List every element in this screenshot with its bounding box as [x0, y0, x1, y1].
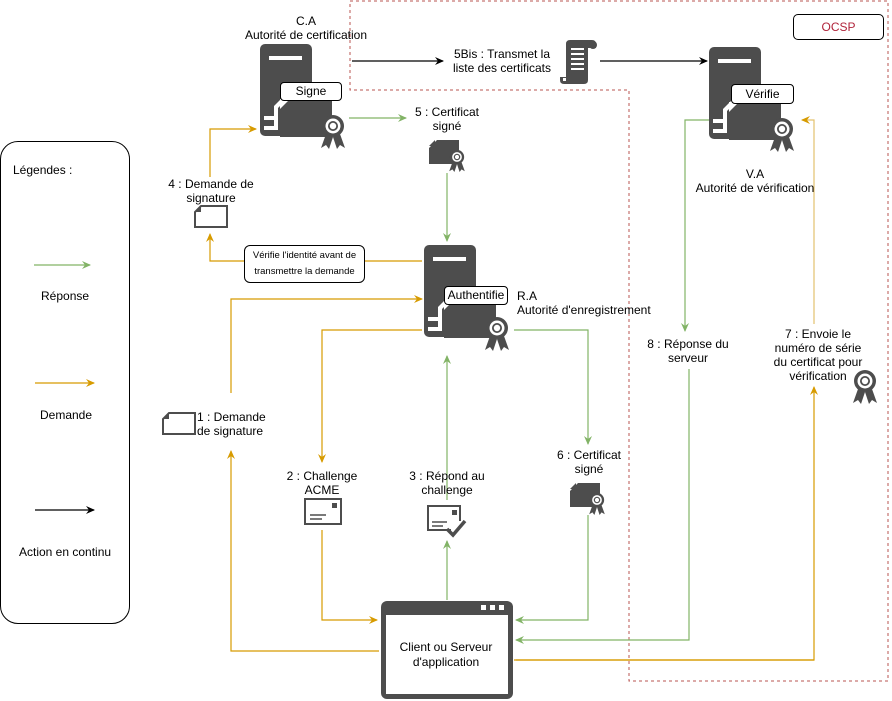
step-3-line2: challenge — [421, 483, 473, 497]
ocsp-zone-border — [349, 0, 889, 682]
ocsp-zone-label: OCSP — [793, 14, 884, 40]
client-line1: Client ou Serveur — [399, 640, 493, 654]
signature-request-doc-icon-4 — [194, 205, 228, 228]
step-3-label: 3 : Répond au challenge — [404, 469, 490, 497]
legend-title: Légendes : — [13, 163, 73, 177]
ca-abbrev: C.A — [295, 14, 316, 28]
arrow-4-lower — [210, 234, 422, 262]
ra-name: Autorité d'enregistrement — [517, 303, 651, 317]
step-5bis-line1: 5Bis : Transmet la — [453, 47, 551, 61]
ra-label: R.A Autorité d'enregistrement — [517, 289, 651, 317]
ra-abbrev: R.A — [517, 289, 538, 303]
legend-label-continuous: Action en continu — [19, 545, 112, 559]
ca-name: Autorité de certification — [244, 28, 368, 42]
step-8-line2: serveur — [667, 351, 708, 365]
ca-ribbon-icon — [321, 115, 345, 149]
va-abbrev: V.A — [745, 167, 765, 181]
step-5-line2: signé — [432, 119, 462, 133]
arrow-6-upper — [514, 329, 592, 445]
client-line2: d'application — [412, 655, 480, 669]
note-line2: transmettre la demande — [254, 266, 355, 277]
va-label: V.A Autorité de vérification — [690, 167, 820, 195]
challenge-envelope-icon — [304, 498, 342, 525]
step-7-line4: vérification — [789, 369, 847, 383]
step-1-line2: de signature — [197, 424, 264, 438]
arrow-8-lower — [515, 369, 690, 644]
arrow-7-upper — [801, 116, 815, 324]
step-4-line2: signature — [186, 191, 236, 205]
arrow-2-upper — [318, 329, 422, 463]
step-5-line1: 5 : Certificat — [414, 105, 480, 119]
note-line1: Vérifie l'identité avant de — [252, 250, 357, 261]
ca-label: C.A Autorité de certification — [236, 14, 376, 42]
step-2-line1: 2 : Challenge — [286, 469, 358, 483]
arrow-8-upper — [681, 119, 709, 332]
step-2-line2: ACME — [304, 483, 340, 497]
step-8-label: 8 : Réponse du serveur — [638, 337, 738, 365]
arrow-2-lower — [321, 530, 378, 624]
certificate-list-scroll-icon — [560, 40, 597, 84]
arrow-1-upper — [230, 295, 423, 393]
step-7-line3: du certificat pour — [773, 355, 863, 369]
legend-label-response: Réponse — [41, 289, 90, 303]
ra-ribbon-icon — [485, 317, 509, 351]
arrow-6-lower — [515, 515, 589, 624]
step-3-line1: 3 : Répond au — [409, 469, 485, 483]
va-ribbon-icon — [770, 118, 794, 152]
step-7-label: 7 : Envoie le numéro de série du certifi… — [770, 327, 866, 383]
ra-action-authentifie: Authentifie — [444, 286, 508, 305]
va-name: Autorité de vérification — [695, 181, 815, 195]
step-2-label: 2 : Challenge ACME — [281, 469, 363, 497]
va-action-verifie: Vérifie — [731, 84, 794, 104]
step-4-line1: 4 : Demande de — [168, 177, 254, 191]
arrow-4-upper — [209, 125, 257, 177]
identity-check-note: Vérifie l'identité avant de transmettre … — [244, 245, 365, 283]
legend-label-request: Demande — [40, 408, 93, 422]
step-1-label: 1 : Demande de signature — [197, 410, 266, 438]
ca-action-signe: Signe — [280, 82, 342, 101]
signature-request-doc-icon-1 — [162, 412, 196, 435]
step-6-line1: 6 : Certificat — [556, 448, 622, 462]
signed-cert-ribbon-5 — [449, 149, 465, 172]
arrow-7-lower — [516, 386, 818, 661]
challenge-reply-icon — [427, 505, 467, 538]
step-8-line1: 8 : Réponse du — [647, 337, 729, 351]
step-6-label: 6 : Certificat signé — [552, 448, 626, 476]
signed-cert-ribbon-6 — [589, 492, 605, 515]
step-7-line2: numéro de série — [774, 341, 862, 355]
legend-panel — [0, 141, 130, 624]
client-window-icon — [381, 601, 513, 699]
step-1-line1: 1 : Demande — [197, 410, 266, 424]
step-5-label: 5 : Certificat signé — [410, 105, 484, 133]
step-4-label: 4 : Demande de signature — [165, 177, 257, 205]
step-6-line2: signé — [574, 462, 604, 476]
step-5bis-label: 5Bis : Transmet la liste des certificats — [446, 47, 558, 75]
client-label: Client ou Serveur d'application — [386, 640, 506, 670]
arrow-1-lower — [227, 450, 379, 652]
step-5bis-line2: liste des certificats — [452, 61, 552, 75]
step-7-line1: 7 : Envoie le — [784, 327, 852, 341]
